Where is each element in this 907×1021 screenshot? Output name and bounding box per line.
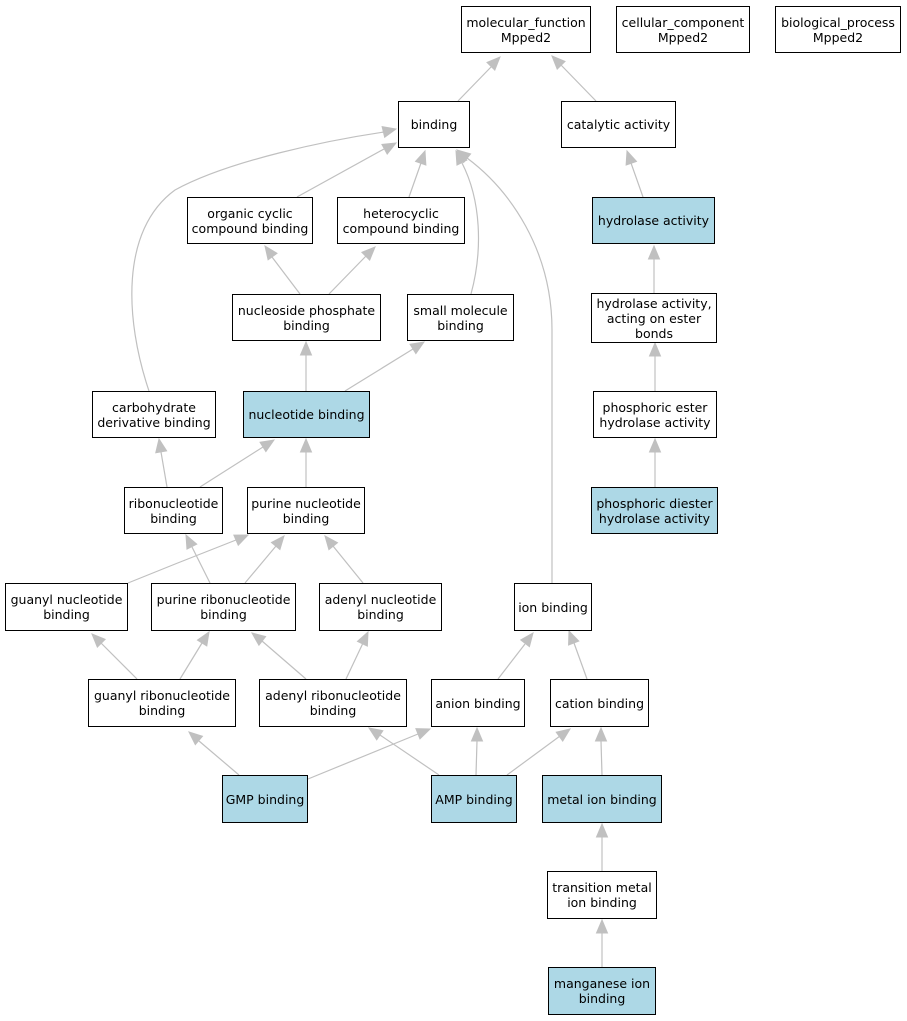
node-heterocyclic-compound-binding[interactable]: heterocyclic compound binding <box>337 197 465 244</box>
edge-amp-cation <box>506 735 561 776</box>
node-purine-nucleotide-binding[interactable]: purine nucleotide binding <box>247 487 365 534</box>
edge-mn-tmetal-arrowhead <box>595 918 609 934</box>
edge-hcb-binding <box>408 162 422 198</box>
edge-amp-anion-arrowhead <box>470 726 484 742</box>
edge-anb-pnb <box>332 545 364 584</box>
edge-carb-binding-arrowhead <box>381 126 398 139</box>
edge-binding-mf <box>457 65 493 102</box>
edge-arnb-prnb-arrowhead <box>250 632 267 647</box>
edge-nsp-hcb-arrowhead <box>360 246 376 262</box>
edge-pnb-nucb-arrowhead <box>299 437 313 453</box>
edge-grnb-gnb <box>100 642 138 680</box>
edge-amp-arnb <box>379 734 440 776</box>
node-adenyl-nucleotide-binding[interactable]: adenyl nucleotide binding <box>319 583 442 631</box>
edge-nsp-ocb <box>271 256 301 295</box>
edge-ocb-binding <box>296 148 385 198</box>
edge-metal-cation <box>600 740 603 776</box>
node-anion-binding[interactable]: anion binding <box>431 679 525 727</box>
node-adenyl-ribonucleotide-binding[interactable]: adenyl ribonucleotide binding <box>259 679 407 727</box>
edge-grnb-prnb-arrowhead <box>196 630 210 647</box>
edge-pester-hydroester-arrowhead <box>648 341 662 357</box>
edge-cation-ionb-arrowhead <box>568 629 580 646</box>
edge-rnb-nucb <box>199 446 264 488</box>
node-small-molecule-binding[interactable]: small molecule binding <box>407 294 514 341</box>
edge-ocb-binding-arrowhead <box>381 142 398 155</box>
edge-hcb-binding-arrowhead <box>414 149 427 166</box>
node-gmp-binding[interactable]: GMP binding <box>222 775 308 823</box>
edge-prnb-rnb <box>191 546 211 584</box>
edge-amp-cation-arrowhead <box>555 728 572 743</box>
node-purine-ribonucleotide-binding[interactable]: purine ribonucleotide binding <box>151 583 296 631</box>
node-biological-process[interactable]: biological_process Mpped2 <box>775 6 901 53</box>
edge-anb-pnb-arrowhead <box>324 535 339 551</box>
edge-prnb-rnb-arrowhead <box>185 533 198 550</box>
node-molecular-function[interactable]: molecular_function Mpped2 <box>461 6 591 53</box>
node-nucleotide-binding[interactable]: nucleotide binding <box>243 391 370 438</box>
edge-arnb-anb <box>345 642 364 680</box>
edge-carb-binding <box>131 131 385 392</box>
node-ribonucleotide-binding[interactable]: ribonucleotide binding <box>124 487 223 534</box>
edge-pdiester-pester-arrowhead <box>648 437 662 453</box>
edge-tmetal-metal-arrowhead <box>595 822 609 838</box>
edge-nucb-smb-arrowhead <box>409 341 426 355</box>
edge-gmp-anion <box>307 733 419 780</box>
edge-catalytic-mf <box>560 64 597 102</box>
node-catalytic-activity[interactable]: catalytic activity <box>561 101 676 148</box>
node-organic-cyclic-compound-binding[interactable]: organic cyclic compound binding <box>187 197 313 244</box>
node-amp-binding[interactable]: AMP binding <box>431 775 517 823</box>
edge-cation-ionb <box>573 642 588 680</box>
node-cellular-component[interactable]: cellular_component Mpped2 <box>616 6 750 53</box>
node-manganese-ion-binding[interactable]: manganese ion binding <box>548 967 656 1015</box>
node-binding[interactable]: binding <box>398 101 470 148</box>
edge-smb-binding <box>461 162 480 295</box>
edge-gmp-anion-arrowhead <box>415 728 432 740</box>
edge-nucb-smb <box>344 348 414 392</box>
edge-nsp-ocb-arrowhead <box>264 244 278 261</box>
node-carbohydrate-derivative-binding[interactable]: carbohydrate derivative binding <box>92 391 216 438</box>
node-cation-binding[interactable]: cation binding <box>550 679 649 727</box>
node-hydrolase-activity-ester-bonds[interactable]: hydrolase activity, acting on ester bond… <box>591 293 717 343</box>
edge-anion-ionb-arrowhead <box>519 631 534 648</box>
edge-rnb-nucb-arrowhead <box>259 439 276 453</box>
edge-rnb-carb-arrowhead <box>155 437 168 454</box>
edge-arnb-prnb <box>261 640 307 680</box>
edge-gmp-grnb <box>198 740 240 776</box>
node-guanyl-ribonucleotide-binding[interactable]: guanyl ribonucleotide binding <box>88 679 236 727</box>
edge-gmp-grnb-arrowhead <box>188 731 204 746</box>
edge-metal-cation-arrowhead <box>594 726 608 742</box>
edge-amp-arnb-arrowhead <box>367 727 384 741</box>
edge-binding-mf-arrowhead <box>486 56 501 71</box>
edge-prnb-pnb-arrowhead <box>270 535 285 551</box>
edge-arnb-anb-arrowhead <box>356 630 369 647</box>
edge-gnb-pnb <box>127 539 237 584</box>
edge-nsp-hcb <box>328 255 367 295</box>
edge-gnb-pnb-arrowhead <box>233 534 250 547</box>
edge-grnb-gnb-arrowhead <box>91 633 107 649</box>
edge-grnb-prnb <box>179 642 203 680</box>
node-nucleoside-phosphate-binding[interactable]: nucleoside phosphate binding <box>232 294 381 341</box>
node-guanyl-nucleotide-binding[interactable]: guanyl nucleotide binding <box>5 583 128 631</box>
edge-ionb-binding <box>466 157 553 583</box>
edge-hydrolase-catalytic <box>630 162 644 198</box>
node-transition-metal-ion-binding[interactable]: transition metal ion binding <box>547 871 657 919</box>
node-phosphoric-diester-hydrolase-activity[interactable]: phosphoric diester hydrolase activity <box>591 487 718 534</box>
node-phosphoric-ester-hydrolase-activity[interactable]: phosphoric ester hydrolase activity <box>593 391 717 438</box>
node-metal-ion-binding[interactable]: metal ion binding <box>542 775 662 823</box>
edge-hydrolase-catalytic-arrowhead <box>625 149 638 166</box>
edge-amp-anion <box>475 740 478 776</box>
edge-catalytic-mf-arrowhead <box>551 55 566 70</box>
edge-ionb-binding-arrowhead <box>456 149 472 164</box>
edge-rnb-carb <box>160 451 168 488</box>
node-hydrolase-activity[interactable]: hydrolase activity <box>592 197 715 244</box>
edge-nucb-nsp-arrowhead <box>299 340 313 356</box>
edge-hydroester-hydrolase-arrowhead <box>647 244 661 260</box>
edge-anion-ionb <box>497 643 526 680</box>
node-ion-binding[interactable]: ion binding <box>514 583 592 631</box>
edge-prnb-pnb <box>244 545 277 584</box>
